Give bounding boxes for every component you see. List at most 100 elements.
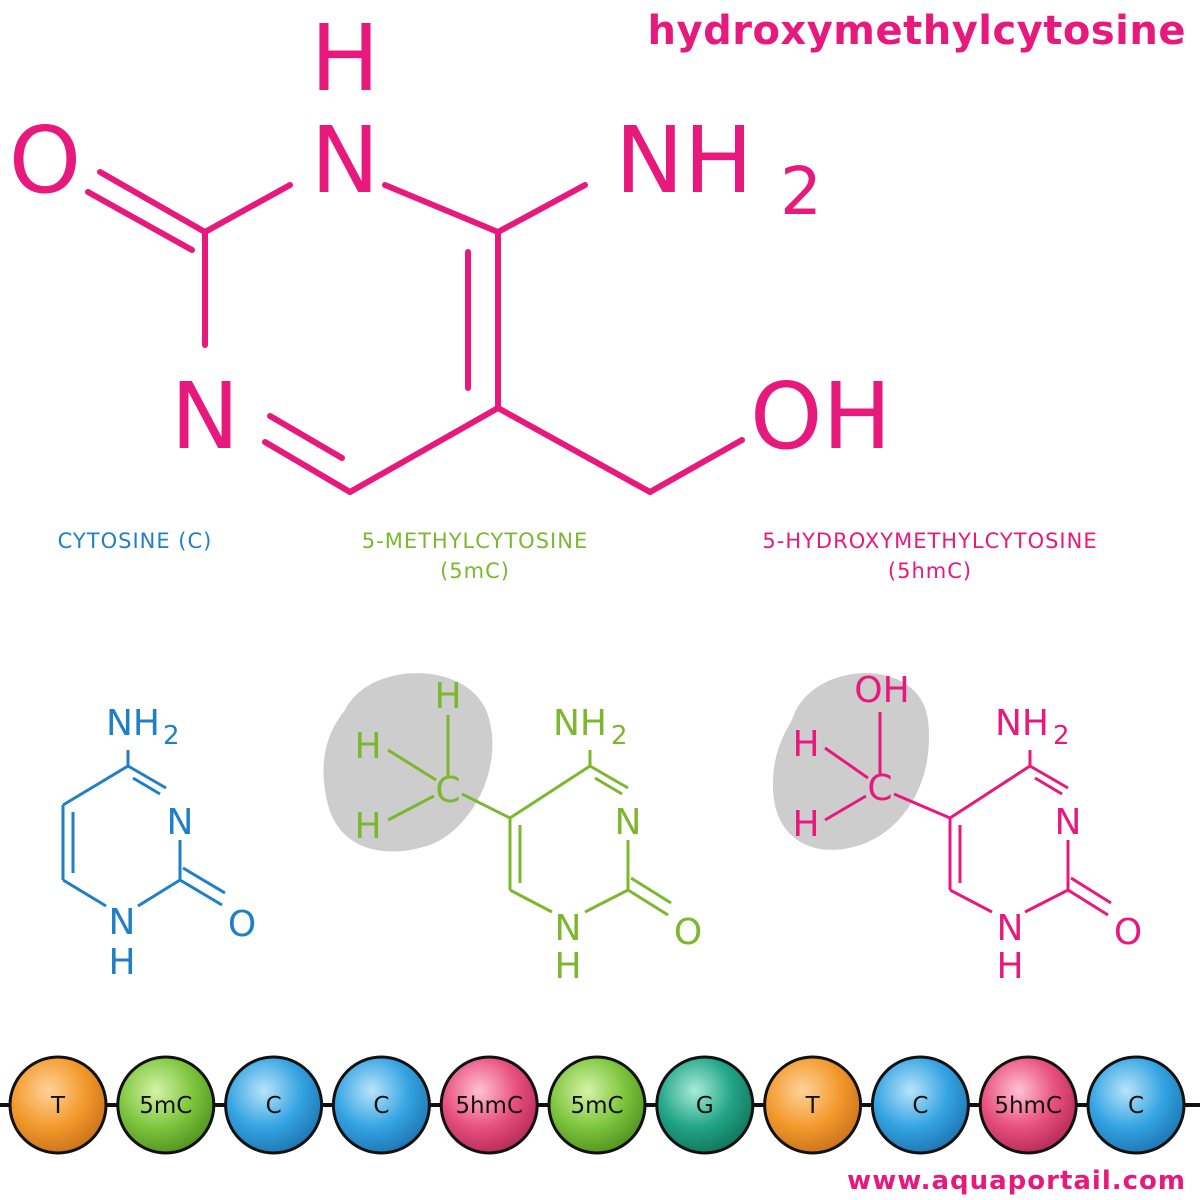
cyt-o: O — [228, 904, 256, 945]
hmc-nh: NH — [995, 703, 1049, 744]
mc-h3: H — [354, 806, 381, 847]
bond-ch2-oh — [647, 437, 745, 495]
page-title: hydroxymethylcytosine — [647, 8, 1186, 54]
sequence-bead-label: C — [912, 1093, 928, 1119]
caption-hydroxymethylcytosine: 5-HYDROXYMETHYLCYTOSINE (5hmC) — [690, 526, 1170, 586]
atom-oh: OH — [750, 363, 892, 470]
caption-hydroxymethylcytosine-line2: (5hmC) — [887, 559, 973, 583]
caption-hydroxymethylcytosine-line1: 5-HYDROXYMETHYLCYTOSINE — [762, 529, 1098, 553]
hmc-nh-bottom-n: N — [997, 908, 1024, 949]
main-structure: H N O NH 2 N OH — [9, 5, 892, 495]
sequence-bead: C — [224, 1055, 324, 1155]
hmc-bonds — [824, 712, 1112, 917]
sequence-bead-circle — [439, 1055, 539, 1155]
sequence-bead-label: 5hmC — [994, 1093, 1062, 1119]
hmc-c: C — [867, 768, 892, 809]
sequence-bead-circle — [331, 1055, 431, 1155]
watermark: www.aquaportail.com — [847, 1166, 1186, 1196]
bond-c2-o — [97, 169, 208, 235]
hmc-h2: H — [792, 804, 819, 845]
atom-n1: N — [311, 107, 380, 214]
sequence-bead: 5mC — [116, 1055, 216, 1155]
caption-methylcytosine-line1: 5-METHYLCYTOSINE — [361, 529, 589, 553]
bond-c2-o-double — [85, 189, 195, 253]
sequence-bead-circle — [763, 1055, 863, 1155]
hydroxymethyl-highlight — [772, 673, 930, 850]
caption-methylcytosine-line2: (5mC) — [440, 559, 510, 583]
dna-sequence: T 5mC C C 5hmC 5mC G T C 5hmC C — [0, 1055, 1200, 1155]
sequence-bead: C — [1086, 1055, 1186, 1155]
hmc-atoms: OH H H C NH 2 N N H O — [792, 670, 1142, 987]
caption-methylcytosine: 5-METHYLCYTOSINE (5mC) — [300, 526, 650, 586]
hmc-nh-bottom-h: H — [996, 946, 1023, 987]
hmc-o: O — [1114, 912, 1142, 953]
bond-c5-c4 — [347, 405, 501, 495]
sequence-bead-circle — [655, 1055, 755, 1155]
mc-h2: H — [354, 726, 381, 767]
sequence-bead-circle — [870, 1055, 970, 1155]
bond-c5-ch2 — [495, 405, 653, 495]
sequence-bead: G — [655, 1055, 755, 1155]
sequence-bead: T — [8, 1055, 108, 1155]
sequence-bead: C — [870, 1055, 970, 1155]
sequence-bead-label: C — [266, 1093, 282, 1119]
sequence-bead: 5hmC — [978, 1055, 1078, 1155]
cytosine-bonds — [61, 750, 226, 908]
hmc-nh-sub: 2 — [1053, 721, 1070, 751]
atom-nh-sub: 2 — [780, 153, 822, 230]
main-bonds — [85, 169, 745, 495]
sequence-bead-circle — [8, 1055, 108, 1155]
cyt-nh: NH — [106, 703, 160, 744]
bond-c2-n1 — [202, 182, 293, 235]
mc-h1: H — [434, 676, 461, 717]
caption-cytosine: CYTOSINE (C) — [15, 526, 255, 556]
caption-cytosine-line1: CYTOSINE (C) — [57, 529, 213, 553]
hmc-h1: H — [792, 724, 819, 765]
sequence-bead-circle — [978, 1055, 1078, 1155]
hmc-n: N — [1055, 802, 1082, 843]
atom-h-top: H — [310, 5, 379, 112]
mc-c: C — [435, 770, 460, 811]
sequence-bead-label: C — [1128, 1093, 1144, 1119]
atom-o: O — [9, 107, 81, 214]
atom-nh: NH — [615, 107, 753, 214]
mc-o: O — [674, 912, 702, 953]
sequence-bead-label: G — [696, 1093, 714, 1119]
bond-c6-nh2 — [495, 182, 588, 235]
bond-c4-n3-double — [267, 413, 345, 461]
sequence-bead-circle — [224, 1055, 324, 1155]
cyt-nh-bottom-n: N — [109, 902, 136, 943]
cyt-n: N — [167, 802, 194, 843]
main-atoms: H N O NH 2 N OH — [9, 5, 892, 470]
sequence-bead: 5mC — [547, 1055, 647, 1155]
bond-n1-c6 — [382, 182, 501, 235]
cytosine-atoms: NH 2 N N H O — [106, 703, 256, 983]
bond-c4-n3 — [262, 439, 353, 495]
sequence-bead-label: 5mC — [139, 1093, 192, 1119]
mc-nh-sub: 2 — [611, 721, 628, 751]
sequence-bead-label: 5hmC — [455, 1093, 523, 1119]
mc-nh-bottom-h: H — [554, 946, 581, 987]
methylcytosine-atoms: H H H C NH 2 N N H O — [354, 676, 702, 987]
sequence-bead-circle — [1086, 1055, 1186, 1155]
sequence-bead-label: C — [373, 1093, 389, 1119]
sequence-bead: C — [331, 1055, 431, 1155]
mc-n: N — [615, 802, 642, 843]
sequence-bead-label: T — [805, 1093, 821, 1119]
mc-nh-bottom-n: N — [555, 908, 582, 949]
small-structures: NH 2 N N H O H H H — [61, 670, 1142, 987]
sequence-bead: 5hmC — [439, 1055, 539, 1155]
sequence-bead-circle — [116, 1055, 216, 1155]
atom-n3: N — [171, 363, 240, 470]
sequence-bead-label: T — [50, 1093, 66, 1119]
methylcytosine-bonds — [387, 715, 672, 917]
cyt-nh-sub: 2 — [163, 721, 180, 751]
hmc-oh: OH — [854, 670, 909, 711]
sequence-bead: T — [763, 1055, 863, 1155]
sequence-bead-label: 5mC — [570, 1093, 623, 1119]
mc-nh: NH — [553, 703, 607, 744]
sequence-beads: T 5mC C C 5hmC 5mC G T C 5hmC C — [8, 1055, 1186, 1155]
cyt-nh-bottom-h: H — [108, 942, 135, 983]
sequence-bead-circle — [547, 1055, 647, 1155]
